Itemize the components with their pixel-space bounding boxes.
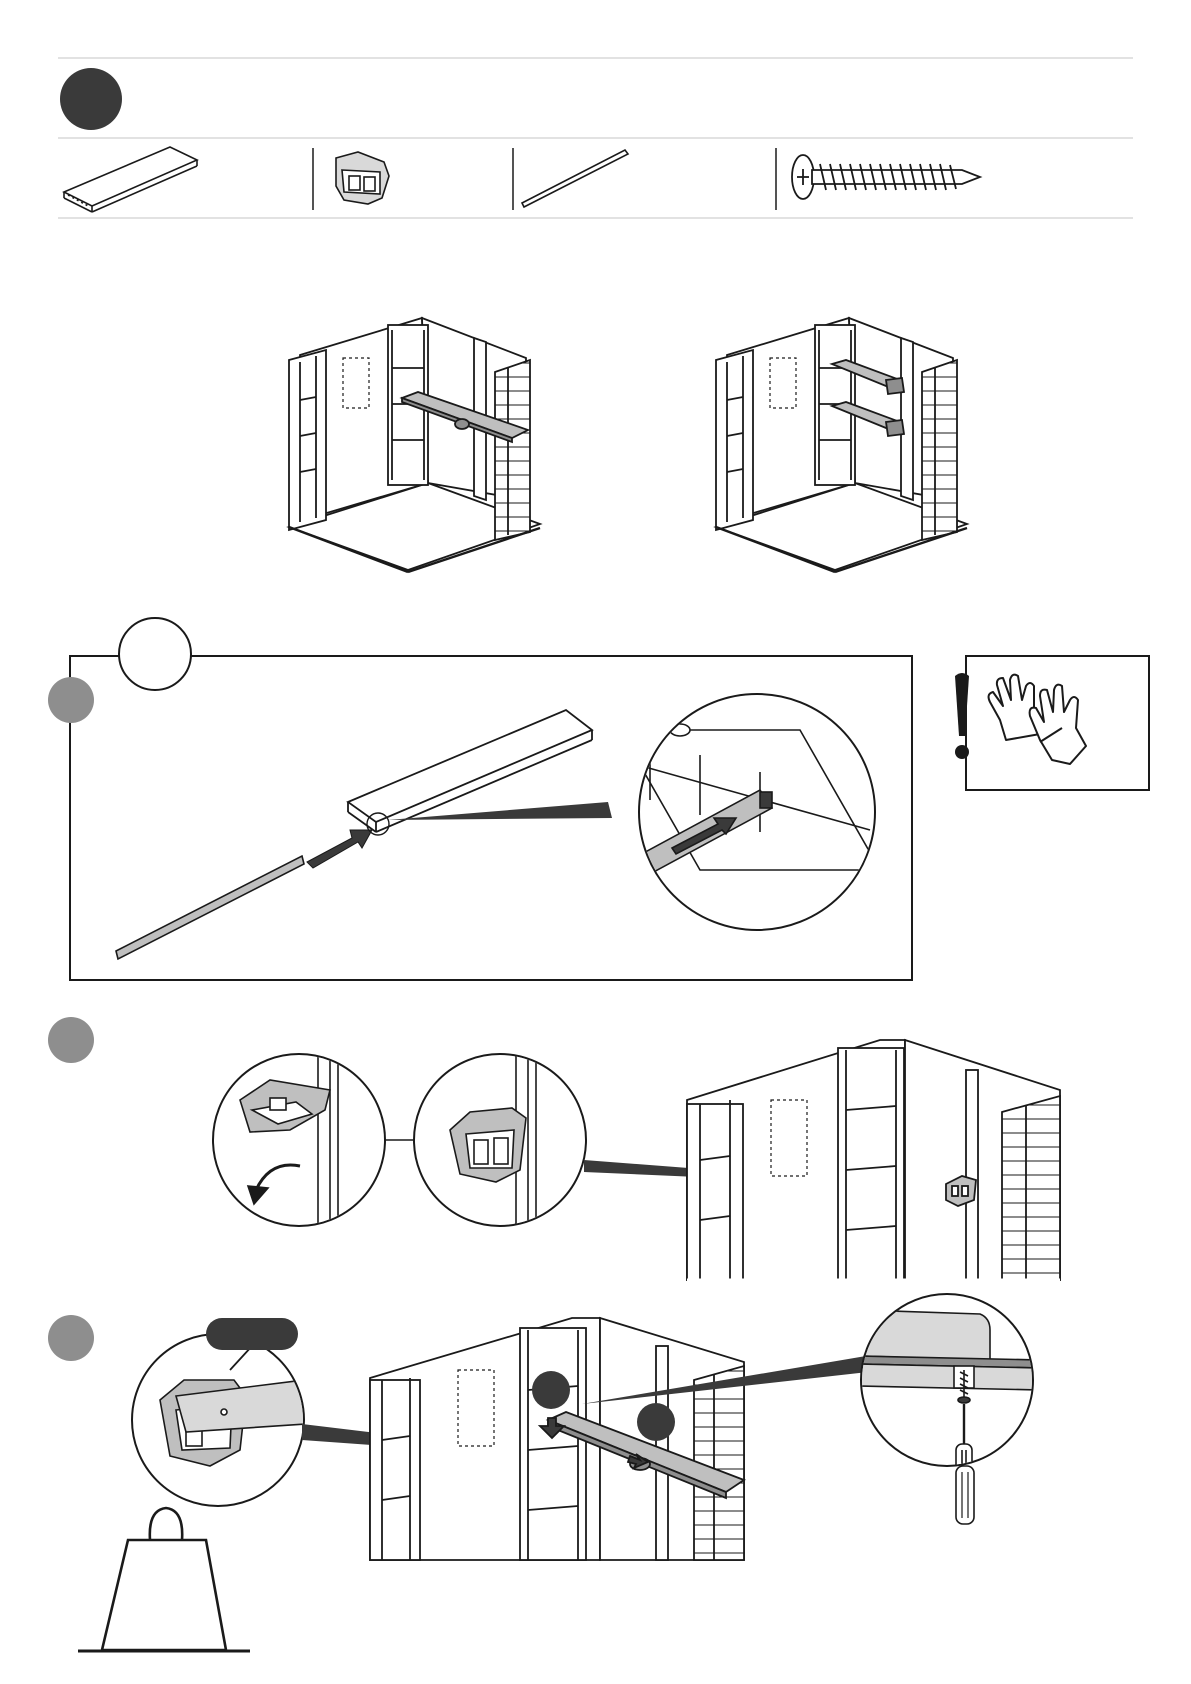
overview-cabinet-single-shelf (289, 318, 540, 572)
header (58, 58, 1133, 138)
part-shelf-bracket (336, 152, 389, 204)
step3-marker-1 (532, 1371, 570, 1409)
step3-marker-2 (637, 1403, 675, 1441)
cabinet-wall-with-bracket (687, 1040, 1060, 1280)
substep-1-panel (48, 618, 912, 980)
warning-box (955, 656, 1149, 790)
overview-cabinet-two-shelves (716, 318, 967, 572)
substep-1-badge (48, 677, 94, 723)
zoom-detail-bracket-installed (414, 1050, 586, 1230)
part-shelf-panel (64, 147, 197, 212)
callout-pill (206, 1318, 298, 1350)
zoom-detail-bracket-rotate (213, 1050, 385, 1230)
zoom-detail-shelf-seated (132, 1318, 306, 1506)
weight-icon (78, 1508, 250, 1651)
substep-3 (48, 1294, 1040, 1560)
cabinet-shelf-placement (370, 1318, 744, 1560)
substep-2 (48, 1017, 1060, 1280)
part-reinforcement-rod (522, 150, 628, 207)
substep-2-badge (48, 1017, 94, 1063)
parts-row (64, 147, 980, 212)
zoom-detail-screw-fastening (860, 1294, 1040, 1524)
step-number-badge (60, 68, 122, 130)
part-screw (792, 155, 980, 199)
substep-group-circle (119, 618, 191, 690)
screwdriver-handle (956, 1466, 974, 1524)
substep-3-badge (48, 1315, 94, 1361)
